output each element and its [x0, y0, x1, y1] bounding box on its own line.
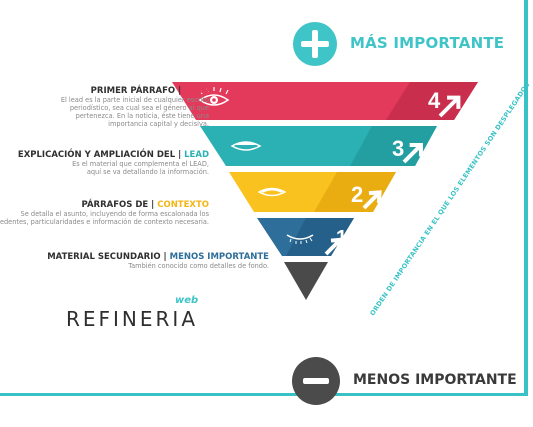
- eye-closed-icon: [286, 234, 314, 244]
- plus-circle-icon: [293, 22, 337, 66]
- eye-open-icon: [198, 87, 230, 106]
- arrow-icon: [402, 143, 423, 164]
- minus-circle-icon: [292, 357, 340, 405]
- block-title: PÁRRAFOS DE | CONTEXTO: [81, 200, 209, 210]
- block-explanation: EXPLICACIÓN Y AMPLIACIÓN DEL | LEAD Es e…: [18, 150, 209, 176]
- tier-number-1: 1: [336, 227, 347, 249]
- tier-number-3: 3: [392, 136, 404, 161]
- block-line: periodístico, sea cual sea el género al …: [69, 104, 209, 112]
- block-line: También conocido como detalles de fondo.: [128, 262, 269, 270]
- arrow-icon: [438, 95, 461, 118]
- block-line: Es el material que complementa el LEAD,: [72, 160, 209, 168]
- block-secondary: MATERIAL SECUNDARIO | MENOS IMPORTANTE T…: [47, 252, 269, 270]
- block-line: aquí se va detallando la información.: [86, 168, 209, 176]
- bottom-border: [0, 393, 528, 396]
- block-title: EXPLICACIÓN Y AMPLIACIÓN DEL | LEAD: [17, 150, 209, 160]
- block-line: pertenezca. En la noticia, éste tiene un…: [75, 112, 209, 120]
- logo: REFINERIA: [66, 307, 199, 331]
- logo-sub: web: [175, 295, 199, 306]
- pyramid-tier-2: [229, 172, 396, 212]
- eye-half-icon: [230, 141, 262, 151]
- pyramid-tier-1: [257, 218, 354, 256]
- block-lead: PRIMER PÁRRAFO | LEAD El lead es la part…: [61, 86, 209, 128]
- arrow-icon: [324, 237, 343, 256]
- block-line: Se detalla el asunto, incluyendo de form…: [20, 210, 209, 218]
- right-border: [524, 0, 528, 395]
- block-line: antecedentes, particularidades e informa…: [0, 218, 209, 226]
- block-context: PÁRRAFOS DE | CONTEXTO Se detalla el asu…: [0, 200, 209, 226]
- pyramid-tier-3: [200, 126, 437, 166]
- pyramid-tip: [284, 262, 328, 300]
- arrow-icon: [362, 190, 382, 210]
- block-title: PRIMER PÁRRAFO | LEAD: [90, 86, 209, 96]
- eye-sleepy-icon: [257, 187, 287, 197]
- tier-number-2: 2: [351, 182, 363, 207]
- least-important-heading: MENOS IMPORTANTE: [353, 372, 517, 388]
- block-line: importancia capital y decisiva.: [108, 120, 209, 128]
- pyramid-tier-4: [172, 82, 478, 120]
- tier-number-4: 4: [428, 88, 441, 113]
- block-title: MATERIAL SECUNDARIO | MENOS IMPORTANTE: [47, 252, 269, 262]
- block-line: El lead es la parte inicial de cualquier…: [60, 96, 209, 104]
- most-important-heading: MÁS IMPORTANTE: [350, 34, 505, 52]
